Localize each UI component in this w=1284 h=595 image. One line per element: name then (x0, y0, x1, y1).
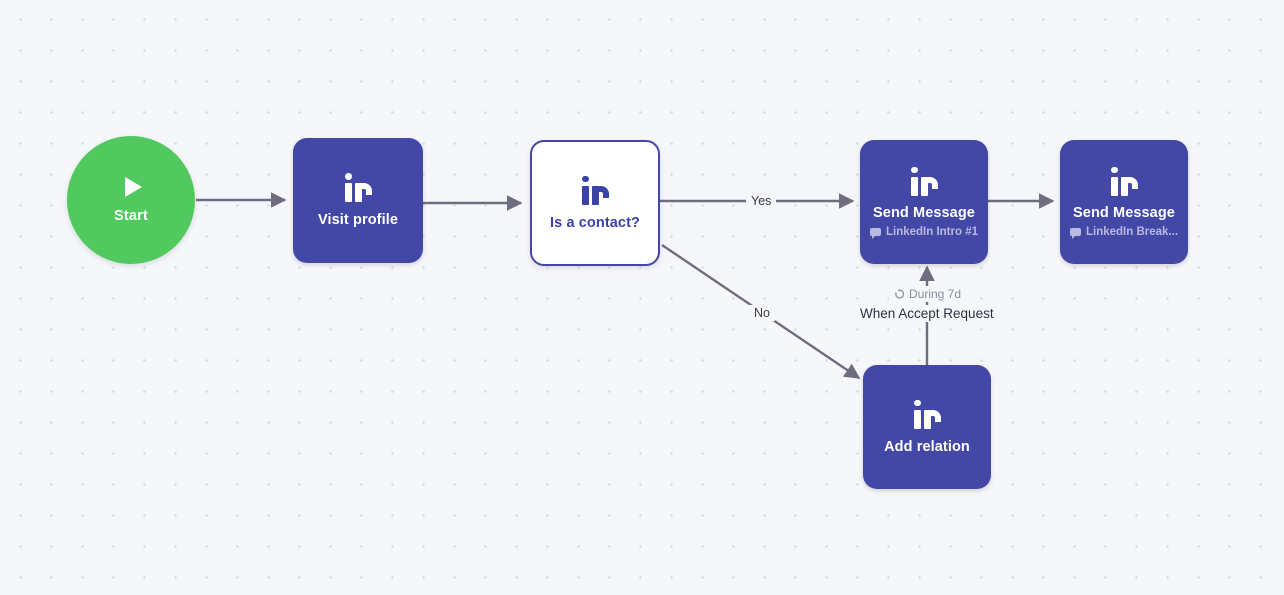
node-send-message-2[interactable]: Send Message LinkedIn Break... (1060, 140, 1188, 264)
node-send-message-1-subtitle-text: LinkedIn Intro #1 (885, 225, 978, 238)
node-start[interactable]: Start (67, 136, 195, 264)
message-bubble-icon (1069, 227, 1081, 239)
node-send-message-1-title: Send Message (873, 204, 975, 221)
node-send-message-1-subtitle: LinkedIn Intro #1 (869, 225, 978, 239)
edge-label-when-accept-request: When Accept Request (855, 305, 999, 322)
edge-sublabel-during: During 7d (889, 286, 967, 302)
node-is-a-contact-title: Is a contact? (550, 214, 640, 231)
node-send-message-2-subtitle-text: LinkedIn Break... (1085, 225, 1179, 238)
node-send-message-1[interactable]: Send Message LinkedIn Intro #1 (860, 140, 988, 264)
node-add-relation-title: Add relation (884, 438, 970, 455)
linkedin-icon (909, 166, 939, 197)
node-send-message-2-subtitle: LinkedIn Break... (1069, 225, 1179, 239)
edge-label-yes: Yes (746, 193, 777, 209)
node-add-relation[interactable]: Add relation (863, 365, 991, 489)
linkedin-icon (580, 175, 610, 206)
linkedin-icon (343, 173, 373, 203)
node-start-label: Start (113, 207, 149, 224)
message-bubble-icon (869, 227, 881, 239)
edge-label-no: No (749, 305, 775, 321)
linkedin-icon (1109, 166, 1139, 197)
linkedin-icon (912, 399, 942, 430)
edge-sublabel-during-text: During 7d (909, 287, 962, 301)
node-visit-profile[interactable]: Visit profile (293, 138, 423, 263)
node-send-message-2-title: Send Message (1073, 204, 1175, 221)
node-visit-profile-title: Visit profile (318, 212, 398, 228)
node-is-a-contact[interactable]: Is a contact? (530, 140, 660, 266)
loop-icon (894, 288, 905, 300)
play-icon (124, 176, 142, 197)
